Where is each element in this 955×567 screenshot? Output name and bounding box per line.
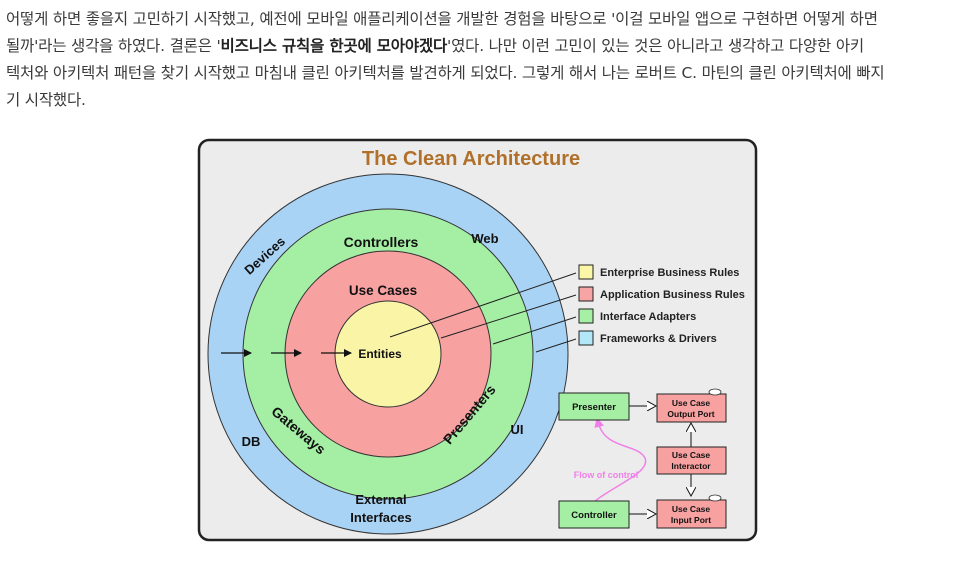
external-interfaces-label-line1: External bbox=[355, 492, 406, 507]
entities-label: Entities bbox=[358, 347, 402, 361]
pointer-line-entities bbox=[389, 272, 577, 338]
controller-label: Controller bbox=[571, 510, 617, 521]
article-paragraph: 어떻게 하면 좋을지 고민하기 시작했고, 예전에 모바일 애플리케이션을 개발… bbox=[6, 6, 951, 114]
web-label: Web bbox=[471, 231, 498, 246]
interface-icon bbox=[708, 388, 722, 396]
flow-of-control-curve bbox=[584, 417, 647, 511]
input-port-box bbox=[656, 499, 727, 529]
paragraph-line-4: 기 시작했다. bbox=[6, 91, 86, 109]
line2-prefix: 될까'라는 생각을 하였다. 결론은 ' bbox=[6, 37, 221, 55]
use-cases-label: Use Cases bbox=[349, 283, 417, 298]
diagram-title: The Clean Architecture bbox=[362, 148, 580, 170]
controller-box bbox=[558, 500, 630, 529]
input-port-label-line2: Input Port bbox=[671, 515, 711, 525]
legend-label-application: Application Business Rules bbox=[600, 289, 745, 301]
controllers-label: Controllers bbox=[344, 234, 419, 250]
paragraph-line-3: 텍처와 아키텍처 패턴을 찾기 시작했고 마침내 클린 아키텍처를 발견하게 되… bbox=[6, 64, 885, 82]
interface-icon-top bbox=[708, 388, 722, 396]
pointer-line-use-cases bbox=[440, 294, 577, 339]
interface-icon-bottom bbox=[708, 494, 722, 502]
input-port-label-line1: Use Case bbox=[672, 504, 711, 514]
clean-architecture-figure: The Clean Architecture Entities Use Case… bbox=[197, 138, 760, 548]
db-label: DB bbox=[242, 434, 261, 449]
pointer-line-adapters bbox=[492, 316, 577, 345]
output-port-box bbox=[656, 393, 727, 423]
legend-swatch-adapters bbox=[578, 308, 594, 324]
presenter-box bbox=[558, 392, 630, 421]
clean-architecture-diagram: The Clean Architecture Entities Use Case… bbox=[197, 138, 758, 542]
legend: Enterprise Business Rules Application Bu… bbox=[578, 264, 745, 346]
line2-suffix: '였다. 나만 이런 고민이 있는 것은 아니라고 생각하고 다양한 아키 bbox=[447, 37, 864, 55]
ui-label: UI bbox=[511, 422, 524, 437]
legend-label-adapters: Interface Adapters bbox=[600, 311, 696, 323]
bold-conclusion: 비즈니스 규칙을 한곳에 모아야겠다 bbox=[220, 37, 448, 55]
interactor-box bbox=[656, 446, 727, 475]
legend-swatch-application bbox=[578, 286, 594, 302]
legend-swatch-frameworks bbox=[578, 330, 594, 346]
legend-swatch-enterprise bbox=[578, 264, 594, 280]
entities-core bbox=[334, 300, 442, 408]
output-port-label-line1: Use Case bbox=[672, 398, 711, 408]
paragraph-line-1: 어떻게 하면 좋을지 고민하기 시작했고, 예전에 모바일 애플리케이션을 개발… bbox=[6, 10, 878, 28]
interactor-label-line2: Interactor bbox=[671, 461, 711, 471]
flow-of-control-diagram: Flow of control Presenter Use Case Outpu… bbox=[558, 388, 727, 529]
legend-label-frameworks: Frameworks & Drivers bbox=[600, 333, 717, 345]
external-interfaces-label-line2: Interfaces bbox=[350, 510, 411, 525]
legend-label-enterprise: Enterprise Business Rules bbox=[600, 267, 739, 279]
interactor-label-line1: Use Case bbox=[672, 450, 711, 460]
presenter-label: Presenter bbox=[572, 402, 616, 413]
paragraph-line-2: 될까'라는 생각을 하였다. 결론은 '비즈니스 규칙을 한곳에 모아야겠다'였… bbox=[6, 33, 951, 60]
output-port-label-line2: Output Port bbox=[667, 409, 714, 419]
pointer-line-frameworks bbox=[535, 338, 577, 353]
legend-pointer-lines bbox=[389, 272, 577, 353]
flow-of-control-label: Flow of control bbox=[574, 470, 639, 480]
